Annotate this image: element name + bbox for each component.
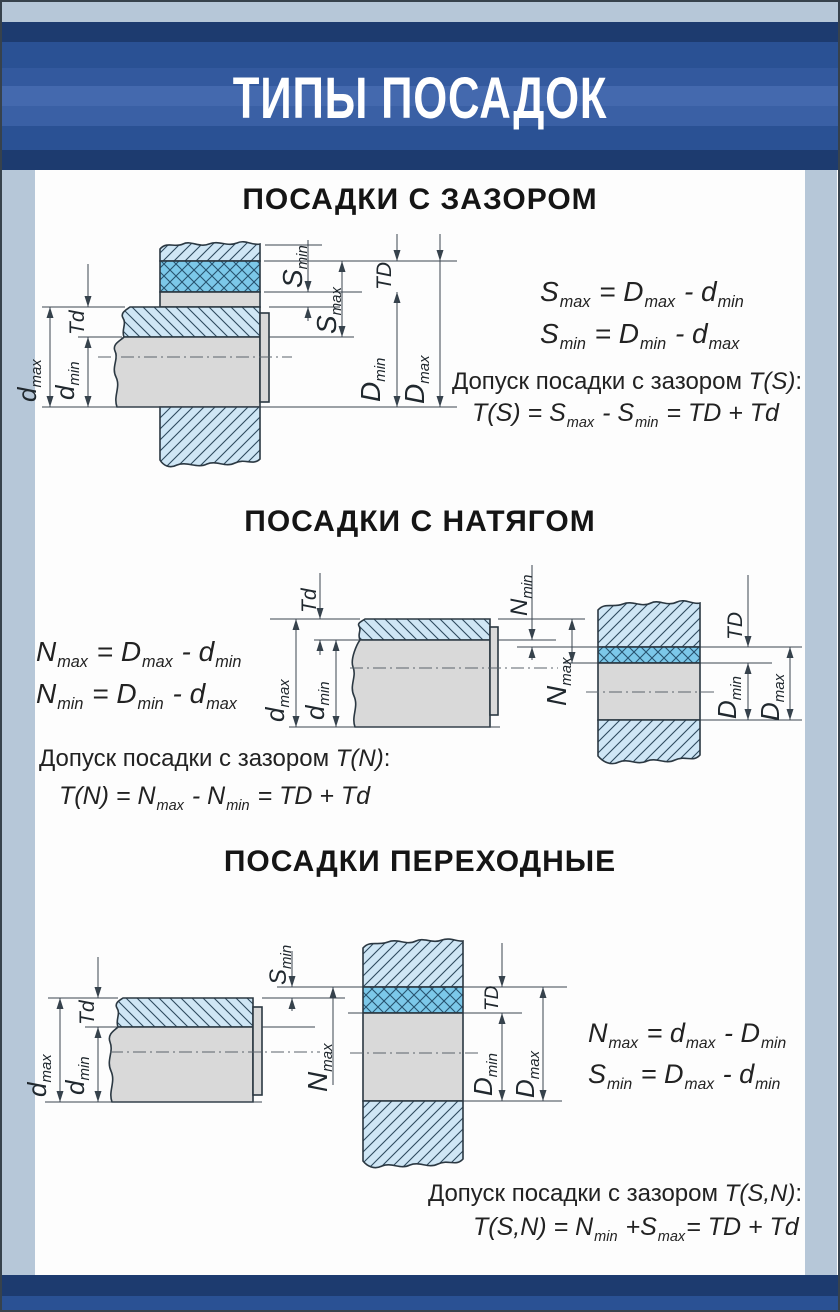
dim-label-Td: Td (66, 309, 89, 335)
clearance-fit-diagram: dmax Td dmin Smin Smax TD Dmin Dmax (12, 234, 457, 468)
interference-tolerance-label: Допуск посадки с зазором T(N): (39, 745, 391, 772)
hub-body-lower (597, 719, 701, 765)
shaft-body (113, 336, 261, 408)
heading-interference: ПОСАДКИ С НАТЯГОМ (244, 505, 596, 538)
hole-tolerance-zone (159, 260, 261, 293)
transition-tolerance-label: Допуск посадки с зазором T(S,N): (427, 1180, 802, 1207)
poster-title: ТИПЫ ПОСАДОК (232, 63, 608, 131)
interference-tolerance-formula: T(N) = Nmax - Nmin = TD + Td (59, 782, 371, 814)
hub-body-lower (362, 1100, 464, 1169)
interference-fit-diagram: Td dmax dmin Nmin Nmax TD Dmin Dmax (260, 565, 802, 765)
hole-bore (362, 1012, 464, 1102)
dim-label-Td: Td (298, 587, 321, 613)
transition-formulas: Nmax = dmax - Dmin Smin = Dmax - dmin (588, 1018, 787, 1093)
bottom-blue-band (2, 1296, 838, 1310)
dim-label-dmin: dmin (50, 361, 83, 400)
dim-label-Smin: Smin (265, 945, 295, 985)
shaft-tolerance-zone (357, 618, 491, 641)
dim-label-Smin: Smin (277, 245, 311, 288)
shaft-collar (252, 1006, 263, 1096)
hub-body (597, 599, 701, 648)
dim-label-TD: TD (482, 985, 503, 1011)
dim-label-Dmin: Dmin (355, 358, 389, 402)
dim-label-Dmax: Dmax (399, 355, 433, 404)
dim-label-Dmax: Dmax (510, 1050, 543, 1098)
left-rail (2, 170, 35, 1275)
hub-body (362, 938, 464, 988)
dim-label-dmin: dmin (60, 1056, 93, 1095)
hole-tolerance-zone (362, 986, 464, 1014)
bottom-navy-band (2, 1275, 838, 1296)
clearance-tolerance-formula: T(S) = Smax - Smin = TD + Td (472, 399, 779, 431)
shaft-body (108, 1026, 254, 1103)
dim-label-Dmin: Dmin (712, 676, 745, 719)
shaft-tolerance-zone (121, 306, 261, 338)
hub-body (159, 240, 261, 262)
top-slate-band (2, 2, 838, 22)
dim-label-dmax: dmax (260, 679, 293, 722)
transition-fit-diagram: dmax Td dmin Smin Nmax TD Dmin Dmax (22, 938, 567, 1169)
dim-label-Nmin: Nmin (506, 574, 536, 616)
dim-label-dmax: dmax (22, 1054, 55, 1097)
hole-tolerance-zone (597, 646, 701, 664)
shaft-collar (489, 626, 499, 716)
dim-label-Smax: Smax (311, 286, 345, 334)
dim-label-dmin: dmin (300, 681, 333, 720)
clearance-tolerance-label: Допуск посадки с зазором T(S): (451, 368, 802, 395)
header-banner: ТИПЫ ПОСАДОК (2, 22, 838, 170)
clearance-formulas: Smax = Dmax - dmin Smin = Dmin - dmax (540, 276, 744, 354)
dim-label-Nmax: Nmax (541, 657, 575, 706)
right-rail (805, 170, 837, 1275)
dim-label-Dmin: Dmin (468, 1053, 501, 1096)
dim-label-Dmax: Dmax (755, 673, 788, 721)
shaft-tolerance-zone (115, 997, 254, 1028)
dim-label-dmax: dmax (12, 359, 45, 402)
heading-transition: ПОСАДКИ ПЕРЕХОДНЫЕ (223, 845, 617, 878)
clearance-gap (159, 291, 261, 308)
dim-label-Nmax: Nmax (302, 1043, 336, 1092)
dim-label-TD: TD (373, 262, 396, 290)
transition-tolerance-formula: T(S,N) = Nmin +Smax= TD + Td (473, 1213, 799, 1245)
interference-formulas: Nmax = Dmax - dmin Nmin = Dmin - dmax (36, 636, 242, 714)
shaft-body (351, 639, 491, 728)
heading-clearance: ПОСАДКИ С ЗАЗОРОМ (242, 183, 598, 216)
dim-label-Td: Td (76, 999, 99, 1025)
dim-label-TD: TD (724, 612, 747, 640)
hub-body-lower (159, 406, 261, 468)
